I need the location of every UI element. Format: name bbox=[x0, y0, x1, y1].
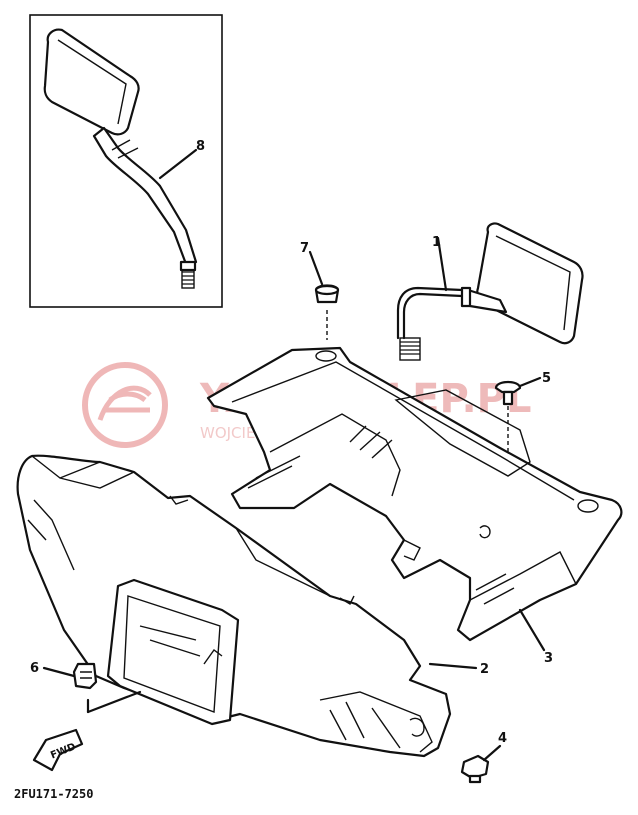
mirror-part-1 bbox=[396, 222, 584, 361]
watermark-logo-mark bbox=[97, 385, 152, 421]
bolt-part-4 bbox=[460, 744, 502, 784]
callout-5: 5 bbox=[542, 371, 551, 386]
inset-mirror-box bbox=[29, 14, 223, 308]
bracket-part-3 bbox=[206, 346, 623, 652]
callout-6: 6 bbox=[30, 661, 39, 676]
callout-4: 4 bbox=[498, 731, 507, 746]
callout-7: 7 bbox=[300, 241, 309, 256]
callout-1: 1 bbox=[432, 235, 441, 250]
watermark-logo-icon bbox=[82, 362, 168, 448]
cover-part-2 bbox=[16, 454, 478, 758]
inset-frame bbox=[29, 14, 223, 308]
callout-3: 3 bbox=[544, 651, 553, 666]
clip-part-6 bbox=[42, 662, 142, 714]
part-code-label: 2FU171-7250 bbox=[14, 787, 93, 801]
grommet-part-7 bbox=[308, 250, 340, 340]
fwd-arrow: FWD bbox=[32, 728, 84, 772]
callout-8: 8 bbox=[196, 139, 205, 154]
callout-2: 2 bbox=[480, 662, 489, 677]
